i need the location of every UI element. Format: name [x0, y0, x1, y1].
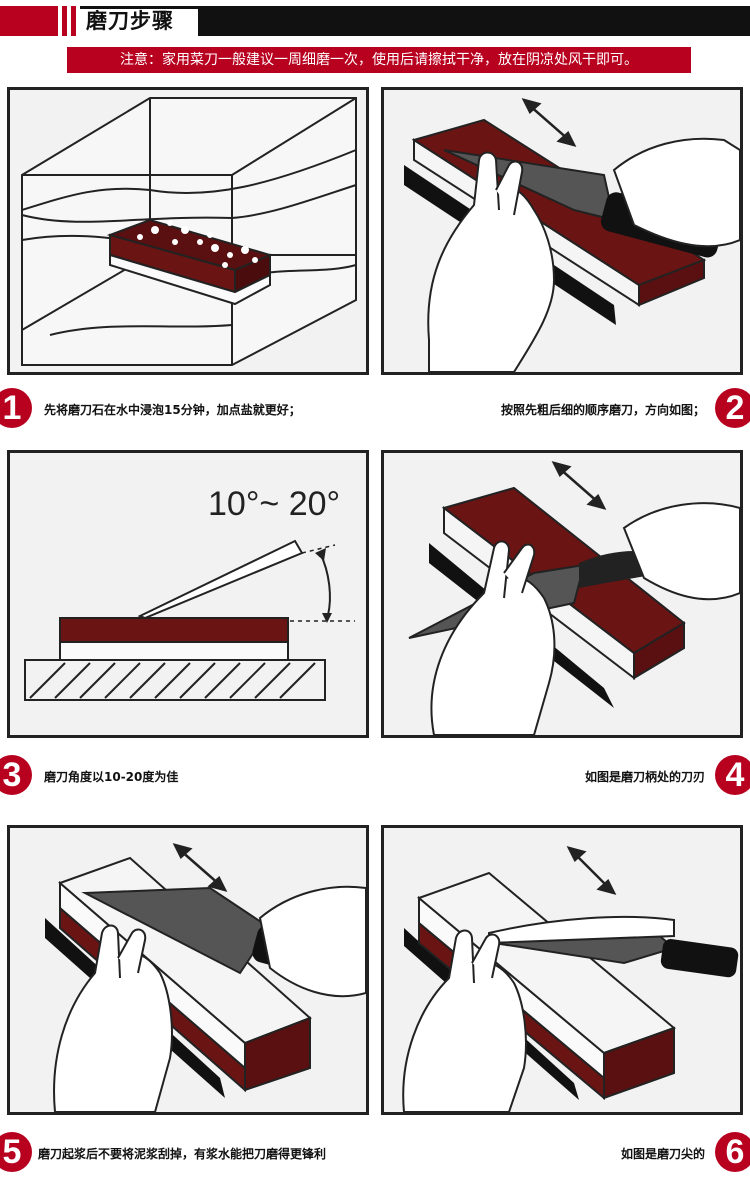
page-title: 磨刀步骤 — [86, 9, 174, 33]
step-2-illustration — [381, 87, 743, 375]
step-4-illustration — [381, 450, 743, 738]
step-2-text: 按照先粗后细的顺序磨刀，方向如图； — [500, 403, 705, 417]
section-header: 磨刀步骤 — [0, 0, 750, 36]
step-5-illustration — [7, 825, 369, 1115]
header-accent-block — [0, 6, 58, 36]
step-row-5-6: 5 磨刀起浆后不要将泥浆刮掉，有浆水能把刀磨得更锋利 如图是磨刀尖的 6 — [0, 1132, 750, 1176]
step-1-badge: 1 — [0, 388, 32, 428]
header-divider — [71, 6, 76, 36]
step-3-illustration: 10°~ 20° — [7, 450, 369, 738]
step-6-badge: 6 — [715, 1132, 750, 1172]
step-row-3-4: 3 磨刀角度以10-20度为佳 如图是磨刀柄处的刀刃 4 — [0, 755, 750, 799]
step-5-text: 磨刀起浆后不要将泥浆刮掉，有浆水能把刀磨得更锋利 — [38, 1147, 327, 1161]
step-2-badge: 2 — [715, 388, 750, 428]
header-divider — [62, 6, 67, 36]
header-title-box — [80, 6, 198, 36]
angle-label: 10°~ 20° — [208, 485, 340, 523]
step-4-text: 如图是磨刀柄处的刀刃 — [584, 770, 705, 784]
step-1-text: 先将磨刀石在水中浸泡15分钟，加点盐就更好； — [44, 403, 301, 417]
step-1-illustration — [7, 87, 369, 375]
step-4-badge: 4 — [715, 755, 750, 795]
step-row-1-2: 1 先将磨刀石在水中浸泡15分钟，加点盐就更好； 按照先粗后细的顺序磨刀，方向如… — [0, 388, 750, 432]
care-note: 注意：家用菜刀一般建议一周细磨一次，使用后请擦拭干净，放在阴凉处风干即可。 — [67, 47, 691, 73]
step-6-illustration — [381, 825, 743, 1115]
step-3-badge: 3 — [0, 755, 32, 795]
step-5-badge: 5 — [0, 1132, 32, 1172]
step-6-text: 如图是磨刀尖的 — [620, 1147, 705, 1161]
step-3-text: 磨刀角度以10-20度为佳 — [44, 770, 179, 784]
